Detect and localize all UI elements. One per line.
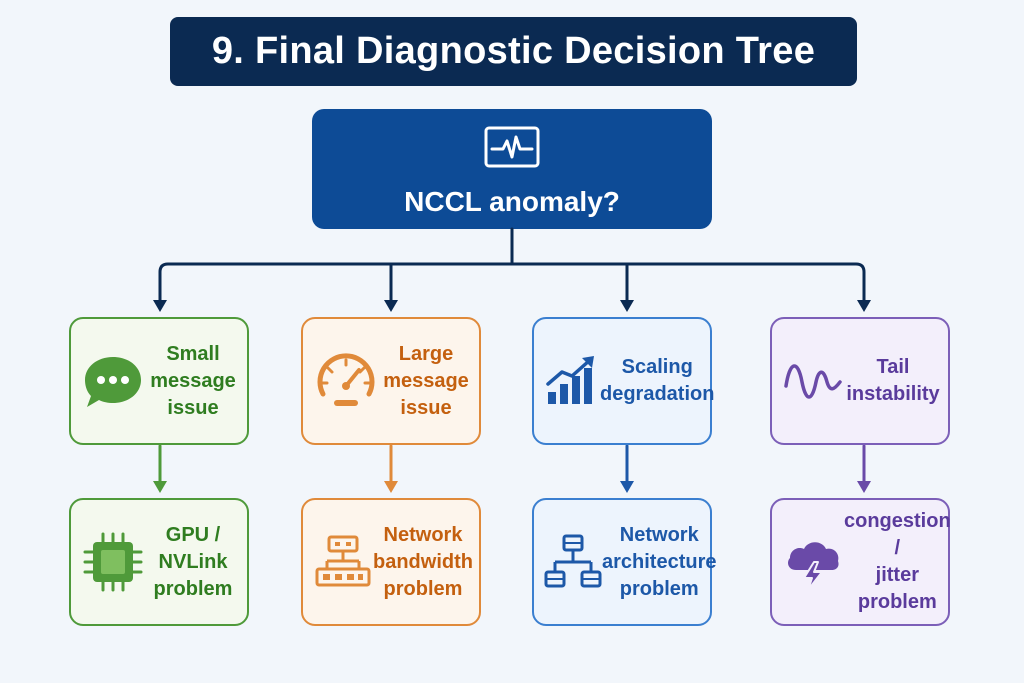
root-label: NCCL anomaly?: [404, 186, 620, 217]
network-switch-icon: [313, 533, 373, 591]
chat-bubble-icon: [81, 351, 145, 411]
symptom-label: Small message issue: [150, 342, 236, 419]
title-banner: 9. Final Diagnostic Decision Tree: [170, 17, 857, 86]
page-title: 9. Final Diagnostic Decision Tree: [211, 30, 816, 72]
cause-label: Network bandwidth problem: [373, 523, 473, 600]
cause-node-network-architecture: Network architecture problem: [532, 498, 717, 626]
arrow-head-green: [153, 300, 167, 312]
wave-icon: [782, 356, 844, 406]
cause-node-gpu-nvlink: GPU / NVLink problem: [69, 498, 249, 626]
root-node: NCCL anomaly?: [312, 109, 712, 229]
cause-label: GPU / NVLink problem: [153, 523, 233, 600]
down-arrow-orange: [384, 481, 398, 493]
cause-node-network-bandwidth: Network bandwidth problem: [301, 498, 481, 626]
symptom-node-tail-instability: Tail instability: [770, 317, 950, 445]
growth-chart-icon: [544, 352, 600, 410]
arrow-head-purple: [857, 300, 871, 312]
down-arrow-purple: [857, 481, 871, 493]
symptom-node-large-message: Large message issue: [301, 317, 481, 445]
cause-label: congestion / jitter problem: [844, 510, 951, 613]
symptom-label: Large message issue: [383, 342, 469, 419]
branch-bus: [158, 262, 866, 306]
cause-label: Network architecture problem: [602, 523, 717, 600]
down-arrow-green: [153, 481, 167, 493]
symptom-node-small-message: Small message issue: [69, 317, 249, 445]
down-arrow-blue: [620, 481, 634, 493]
heartbeat-monitor-icon: [483, 125, 541, 174]
symptom-label: Scaling degradation: [600, 356, 715, 405]
chip-icon: [81, 530, 145, 594]
symptom-node-scaling: Scaling degradation: [532, 317, 714, 445]
gauge-icon: [313, 350, 379, 412]
arrow-head-blue: [620, 300, 634, 312]
symptom-label: Tail instability: [846, 356, 940, 405]
arrow-head-orange: [384, 300, 398, 312]
cause-node-congestion-jitter: congestion / jitter problem: [770, 498, 951, 626]
storm-cloud-icon: [782, 532, 844, 592]
hierarchy-icon: [544, 532, 602, 592]
